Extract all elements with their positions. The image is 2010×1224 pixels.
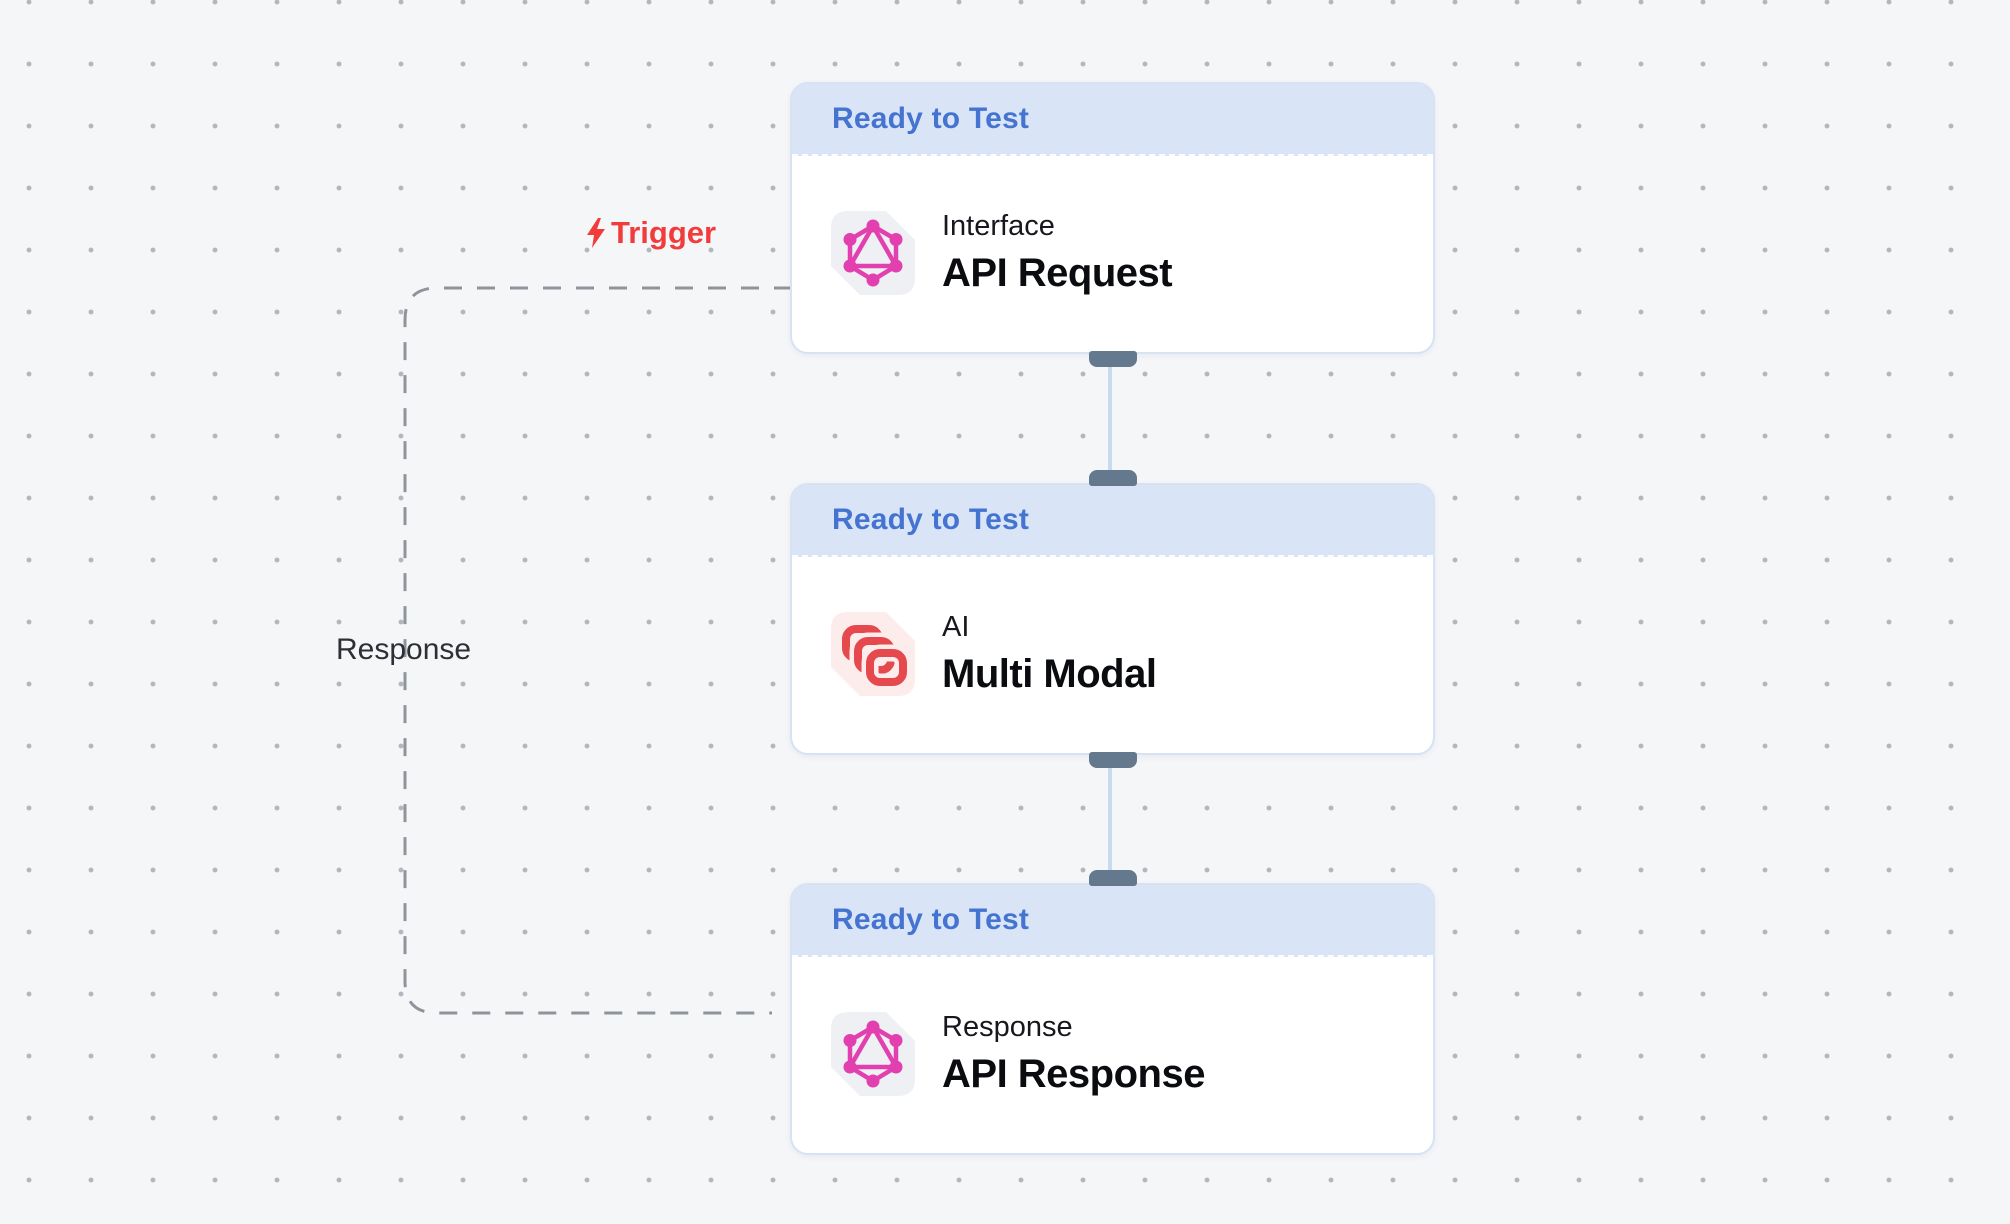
node-kind-label: Interface: [942, 210, 1055, 243]
node-api-response[interactable]: Ready to Test Response API Response: [790, 870, 1435, 1155]
output-handle[interactable]: [1088, 752, 1137, 768]
node-title: API Request: [942, 250, 1173, 295]
input-handle[interactable]: [1088, 470, 1137, 486]
node-title: API Response: [942, 1051, 1205, 1096]
edge-multimodal-to-response: [1108, 754, 1112, 886]
node-text: Interface API Request: [942, 210, 1173, 295]
node-status-text: Ready to Test: [832, 903, 1030, 936]
node-status-text: Ready to Test: [832, 102, 1030, 135]
node-body: Response API Response: [792, 957, 1433, 1151]
output-handle[interactable]: [1088, 351, 1137, 367]
lightning-icon: [583, 217, 609, 249]
node-text: Response API Response: [942, 1011, 1205, 1096]
node-text: AI Multi Modal: [942, 611, 1157, 696]
node-status-header: Ready to Test: [792, 885, 1433, 957]
node-status-header: Ready to Test: [792, 485, 1433, 557]
node-body: AI Multi Modal: [792, 557, 1433, 751]
node-status-header: Ready to Test: [792, 84, 1433, 156]
input-handle[interactable]: [1088, 870, 1137, 886]
trigger-edge-label-text: Trigger: [611, 215, 717, 250]
node-body: Interface API Request: [792, 156, 1433, 350]
graphql-icon: [830, 210, 916, 296]
node-kind-label: AI: [942, 611, 970, 644]
graphql-icon: [830, 1011, 916, 1097]
trigger-edge-label: Trigger: [583, 215, 716, 251]
edge-request-to-multimodal: [1108, 354, 1112, 486]
node-api-request[interactable]: Ready to Test Interface API Request: [790, 82, 1435, 367]
node-kind-label: Response: [942, 1011, 1073, 1044]
multimodal-icon: [830, 611, 916, 697]
node-title: Multi Modal: [942, 651, 1157, 696]
node-status-text: Ready to Test: [832, 503, 1030, 536]
response-edge-label: Response: [336, 633, 472, 666]
node-multi-modal[interactable]: Ready to Test AI Multi Modal: [790, 470, 1435, 768]
